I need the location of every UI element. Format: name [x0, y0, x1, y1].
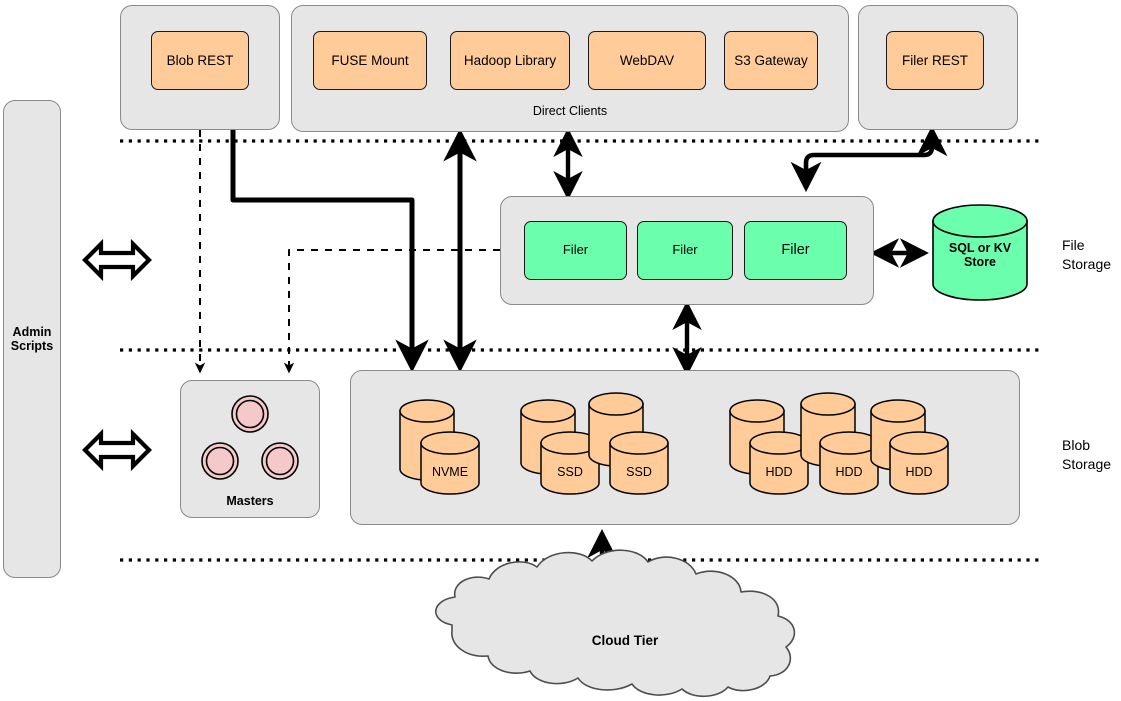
disk-label-hdd-2: HDD	[835, 464, 863, 479]
tier-label-file-storage-line2: Storage	[1062, 255, 1112, 272]
admin-scripts-label-line2: Scripts	[10, 339, 54, 353]
client-fuse-mount[interactable]: FUSE Mount	[313, 31, 427, 90]
disk-label-ssd-1: SSD	[557, 464, 583, 479]
disk-label-ssd-2: SSD	[626, 464, 652, 479]
filer-node-2[interactable]: Filer	[637, 221, 733, 280]
volume-servers-group	[350, 370, 1020, 525]
sql-kv-store-line1: SQL or KV	[948, 240, 1012, 255]
tier-label-blob-storage-line1: Blob	[1062, 437, 1091, 453]
client-webdav[interactable]: WebDAV	[588, 31, 706, 90]
tier-label-blob-storage: Blob Storage	[1062, 436, 1111, 474]
sql-kv-store-label: SQL or KV Store	[933, 235, 1027, 275]
filer-node-3[interactable]: Filer	[744, 221, 847, 280]
client-hadoop-library[interactable]: Hadoop Library	[450, 31, 570, 90]
client-filer-rest[interactable]: Filer REST	[886, 31, 984, 90]
direct-clients-caption: Direct Clients	[532, 104, 608, 118]
disk-label-hdd-3: HDD	[905, 464, 933, 479]
sql-kv-store-line2: Store	[964, 255, 996, 269]
filer-rest-group	[858, 5, 1018, 130]
disk-label-nvme: NVME	[431, 464, 469, 479]
admin-scripts-label-line1: Admin	[12, 324, 52, 339]
client-s3-gateway[interactable]: S3 Gateway	[724, 31, 818, 90]
client-blob-rest[interactable]: Blob REST	[151, 31, 249, 90]
tier-label-file-storage: File Storage	[1062, 236, 1111, 274]
filer-node-1[interactable]: Filer	[524, 221, 627, 280]
masters-label: Masters	[226, 493, 274, 508]
tier-label-blob-storage-line2: Storage	[1062, 455, 1112, 472]
tier-label-file-storage-line1: File	[1062, 237, 1085, 253]
cloud-tier-label: Cloud Tier	[591, 633, 659, 649]
disk-label-hdd-1: HDD	[765, 464, 793, 479]
admin-scripts-box[interactable]: Admin Scripts	[3, 100, 61, 578]
